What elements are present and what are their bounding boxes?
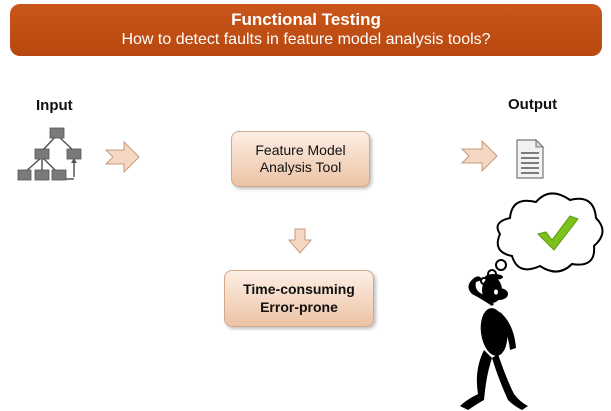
title-banner: Functional Testing How to detect faults … (10, 4, 602, 56)
problem-line2: Error-prone (260, 299, 338, 315)
analysis-tool-line2: Analysis Tool (259, 159, 342, 175)
analysis-tool-line1: Feature Model (255, 142, 346, 158)
banner-subtitle: How to detect faults in feature model an… (121, 31, 491, 48)
banner-title: Functional Testing (231, 10, 381, 29)
document-icon (516, 138, 545, 179)
thinking-stick-figure (460, 274, 528, 410)
output-label: Output (508, 96, 558, 113)
input-arrow (104, 140, 140, 174)
feature-model-tree-icon (17, 127, 82, 181)
output-arrow (460, 139, 498, 173)
problem-box: Time-consuming Error-prone (224, 270, 374, 327)
down-arrow (287, 228, 313, 254)
checkmark-icon (537, 215, 579, 251)
analysis-tool-box: Feature Model Analysis Tool (231, 131, 370, 187)
input-label: Input (36, 97, 73, 114)
problem-line1: Time-consuming (243, 281, 355, 297)
